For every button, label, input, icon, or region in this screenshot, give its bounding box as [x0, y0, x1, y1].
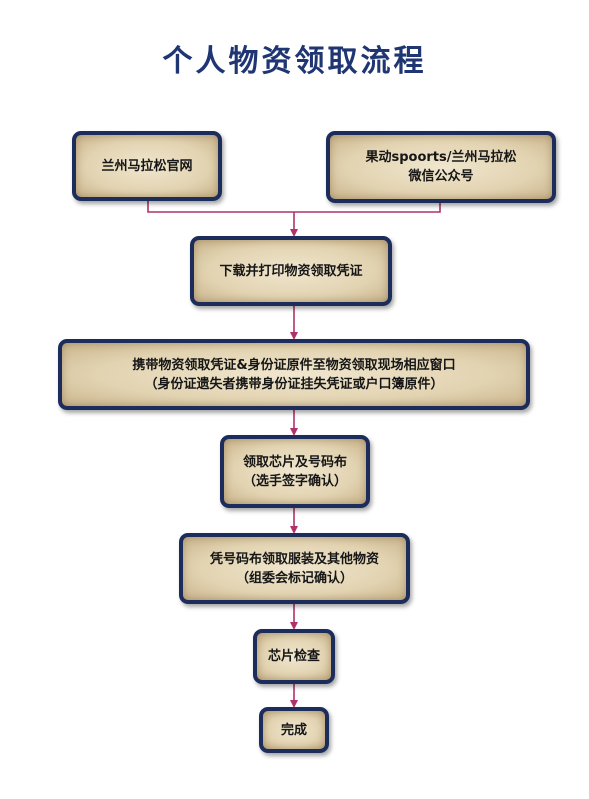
node-chip-bib-line-2: （选手签字确认）	[242, 473, 347, 489]
page-title: 个人物资领取流程	[162, 44, 427, 79]
node-download: 下载并打印物资领取凭证	[190, 236, 392, 306]
node-done-line-1: 完成	[280, 722, 307, 738]
node-clothing-line-2: （组委会标记确认）	[235, 570, 353, 586]
node-bring-docs: 携带物资领取凭证&身份证原件至物资领取现场相应窗口 （身份证遗失者携带身份证挂失…	[58, 339, 530, 410]
node-chip-check: 芯片检查	[253, 629, 335, 684]
node-chip-bib-line-1: 领取芯片及号码布	[242, 454, 347, 470]
node-wechat-line-1: 果动spoorts/兰州马拉松	[365, 150, 517, 165]
node-official-site: 兰州马拉松官网	[72, 131, 222, 201]
node-wechat-line-2: 微信公众号	[408, 169, 474, 184]
node-official-site-line-1: 兰州马拉松官网	[101, 158, 193, 174]
node-chip-bib: 领取芯片及号码布 （选手签字确认）	[220, 435, 370, 508]
connector-wechat	[294, 202, 441, 213]
node-download-line-1: 下载并打印物资领取凭证	[219, 263, 363, 279]
node-wechat: 果动spoorts/兰州马拉松 微信公众号	[326, 131, 556, 203]
node-chip-check-line-1: 芯片检查	[267, 649, 320, 664]
node-clothing: 凭号码布领取服装及其他物资 （组委会标记确认）	[179, 533, 410, 604]
node-clothing-line-1: 凭号码布领取服装及其他物资	[209, 551, 379, 567]
node-done: 完成	[259, 707, 329, 753]
node-bring-docs-line-1: 携带物资领取凭证&身份证原件至物资领取现场相应窗口	[132, 357, 456, 373]
connector-official-site	[147, 200, 294, 213]
node-bring-docs-line-2: （身份证遗失者携带身份证挂失凭证或户口簿原件）	[144, 376, 444, 392]
